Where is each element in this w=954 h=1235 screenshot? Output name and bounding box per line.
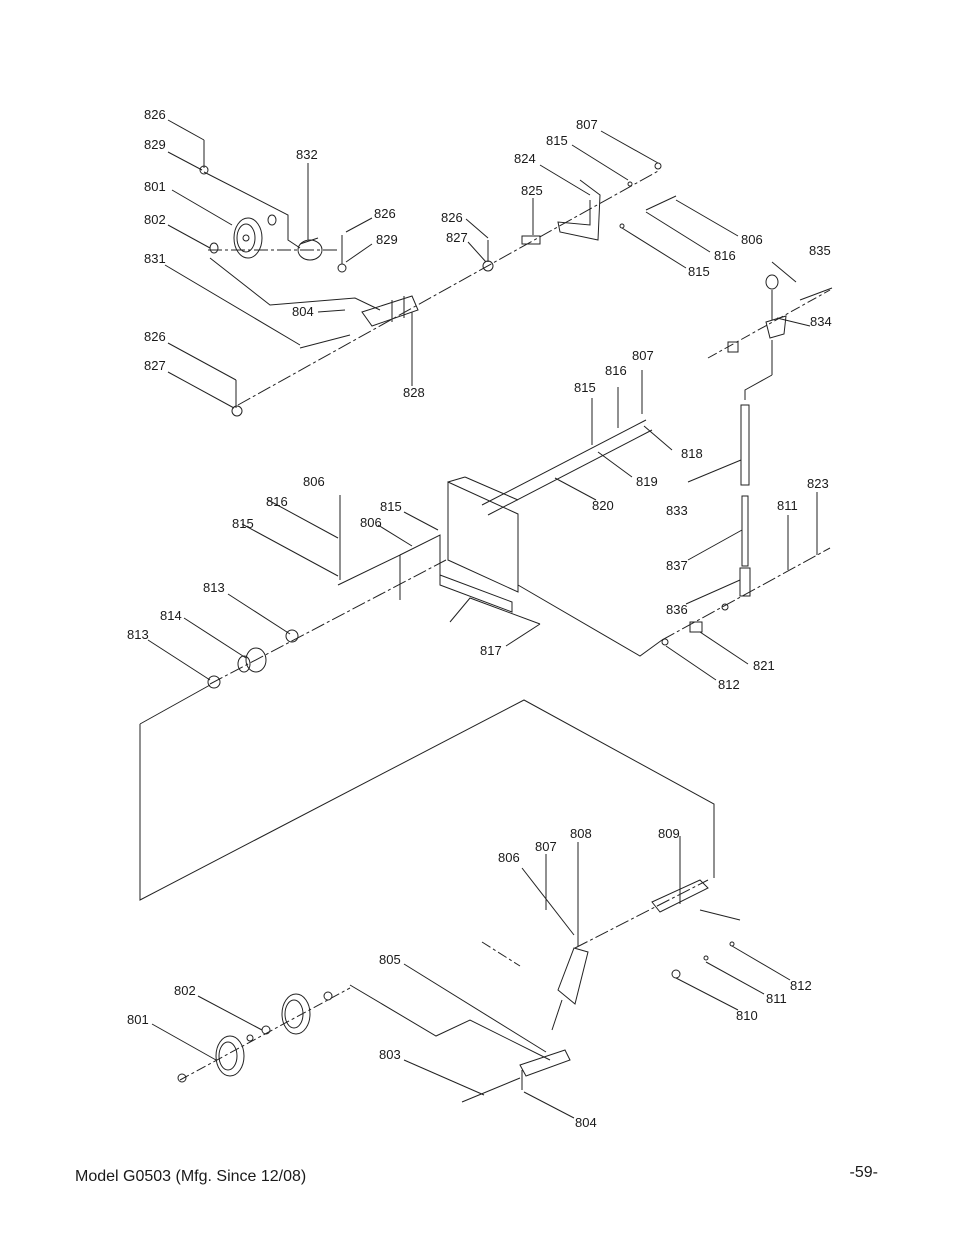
callout-label: 832 <box>296 147 318 162</box>
callout-label: 827 <box>144 358 166 373</box>
callout-label: 814 <box>160 608 182 623</box>
callout-label: 811 <box>766 991 787 1006</box>
callout-label: 805 <box>379 952 401 967</box>
callout-label: 826 <box>374 206 396 221</box>
callout-label: 812 <box>790 978 812 993</box>
callout-labels: 826 829 801 802 831 832 826 829 804 828 826 827 826 8… <box>127 107 832 1130</box>
callout-label: 811 <box>777 498 798 513</box>
callout-label: 816 <box>605 363 627 378</box>
callout-label: 809 <box>658 826 680 841</box>
callout-label: 803 <box>379 1047 401 1062</box>
callout-label: 835 <box>809 243 831 258</box>
callout-label: 801 <box>144 179 166 194</box>
callout-label: 829 <box>144 137 166 152</box>
callout-label: 806 <box>360 515 382 530</box>
callout-label: 824 <box>514 151 536 166</box>
callout-label: 821 <box>753 658 775 673</box>
callout-label: 804 <box>292 304 314 319</box>
callout-label: 813 <box>203 580 225 595</box>
callout-label: 802 <box>144 212 166 227</box>
callout-label: 807 <box>535 839 557 854</box>
callout-label: 816 <box>714 248 736 263</box>
callout-label: 818 <box>681 446 703 461</box>
callout-label: 816 <box>266 494 288 509</box>
callout-label: 810 <box>736 1008 758 1023</box>
callout-label: 806 <box>498 850 520 865</box>
callout-label: 826 <box>144 107 166 122</box>
callout-label: 829 <box>376 232 398 247</box>
callout-label: 815 <box>574 380 596 395</box>
callout-label: 833 <box>666 503 688 518</box>
callout-label: 807 <box>632 348 654 363</box>
callout-label: 825 <box>521 183 543 198</box>
callout-label: 837 <box>666 558 688 573</box>
callout-label: 815 <box>380 499 402 514</box>
callout-label: 828 <box>403 385 425 400</box>
callout-label: 808 <box>570 826 592 841</box>
footer-model: Model G0503 (Mfg. Since 12/08) <box>75 1168 307 1185</box>
callout-label: 806 <box>741 232 763 247</box>
callout-label: 807 <box>576 117 598 132</box>
callout-label: 831 <box>144 251 166 266</box>
callout-label: 812 <box>718 677 740 692</box>
callout-label: 823 <box>807 476 829 491</box>
callout-label: 826 <box>144 329 166 344</box>
callout-label: 806 <box>303 474 325 489</box>
callout-label: 813 <box>127 627 149 642</box>
page-number: -59- <box>849 1164 878 1181</box>
callout-label: 801 <box>127 1012 149 1027</box>
callout-label: 802 <box>174 983 196 998</box>
callout-label: 827 <box>446 230 468 245</box>
callout-label: 834 <box>810 314 832 329</box>
callout-label: 826 <box>441 210 463 225</box>
callout-label: 815 <box>688 264 710 279</box>
callout-label: 815 <box>232 516 254 531</box>
callout-label: 815 <box>546 133 568 148</box>
callout-label: 819 <box>636 474 658 489</box>
callout-label: 820 <box>592 498 614 513</box>
callout-label: 817 <box>480 643 502 658</box>
callout-label: 836 <box>666 602 688 617</box>
callout-label: 804 <box>575 1115 597 1130</box>
